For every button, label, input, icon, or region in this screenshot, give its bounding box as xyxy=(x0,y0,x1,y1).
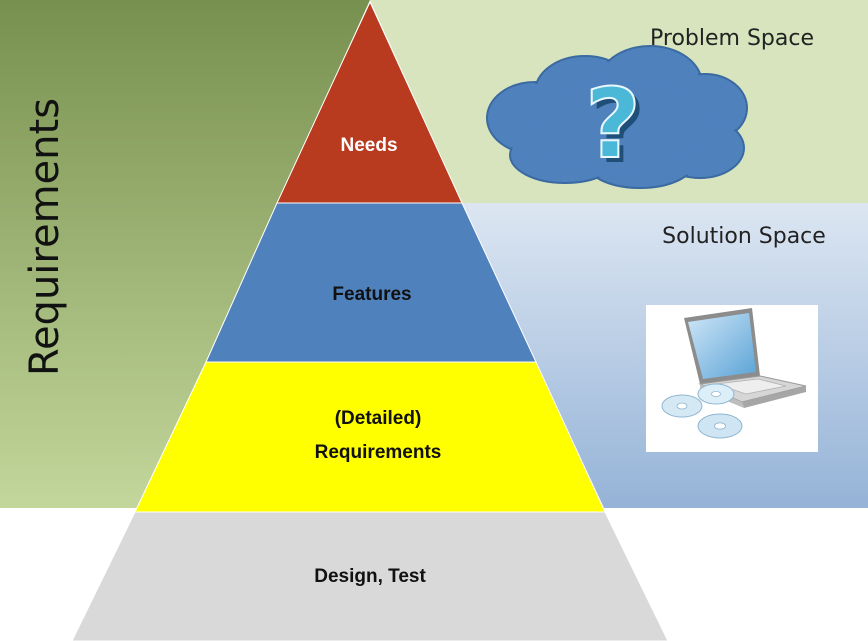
problem-space-label: Problem Space xyxy=(650,26,814,51)
requirements-band xyxy=(0,0,370,508)
question-cloud-icon: ? ? xyxy=(486,45,748,189)
question-mark-symbol: ? xyxy=(585,68,641,180)
solution-space-label: Solution Space xyxy=(662,224,826,249)
tier-label-detailed-line-2: Requirements xyxy=(315,442,442,463)
laptop-icon xyxy=(646,305,818,452)
pyramid-tier-detailed-requirements xyxy=(134,361,606,513)
tier-label-design-test: Design, Test xyxy=(314,566,426,587)
tier-label-detailed-line-1: (Detailed) xyxy=(335,408,422,429)
tier-label-features: Features xyxy=(332,284,411,305)
question-mark-shadow: ? xyxy=(590,73,646,185)
pyramid-tier-design-test xyxy=(71,511,669,641)
side-label-requirements: Requirements xyxy=(22,98,68,376)
tier-label-needs: Needs xyxy=(340,135,397,156)
